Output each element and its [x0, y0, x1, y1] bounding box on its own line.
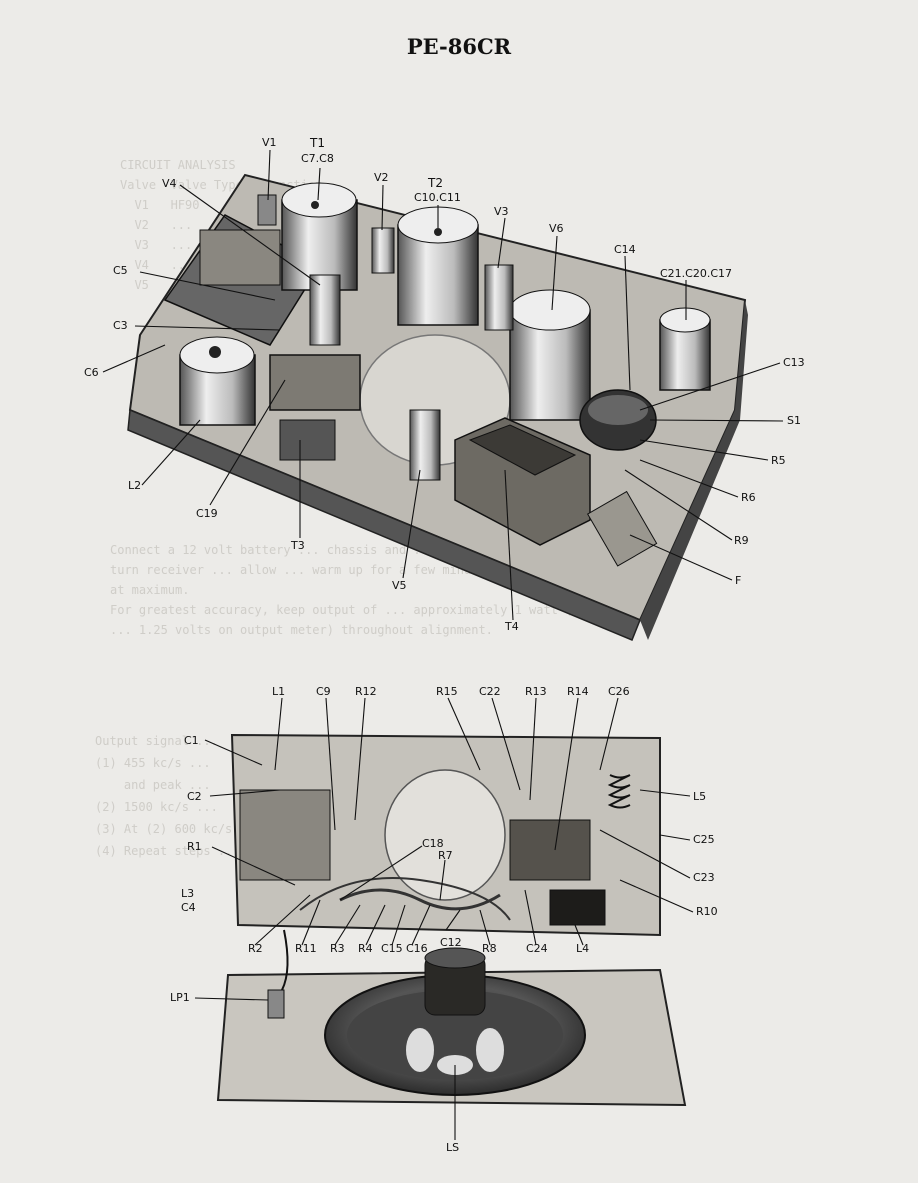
label-v4: V4 — [162, 177, 177, 190]
label-t2: T2 — [428, 176, 443, 190]
upper-leader-lines — [102, 149, 784, 621]
label-c13: C13 — [783, 356, 805, 369]
label-c21-c20-c17: C21.C20.C17 — [660, 267, 733, 280]
label-c7-c8: C7.C8 — [301, 152, 334, 165]
label-l5: L5 — [693, 790, 707, 803]
label-l1: L1 — [272, 685, 286, 698]
label-t4: T4 — [505, 620, 519, 633]
label-c1: C1 — [184, 734, 199, 747]
label-s1: S1 — [787, 414, 801, 427]
label-v2: V2 — [374, 171, 389, 184]
label-c18: C18 — [422, 837, 444, 850]
label-c19: C19 — [196, 507, 218, 520]
label-c15: C15 — [381, 942, 403, 955]
label-r2: R2 — [248, 942, 263, 955]
label-r8: R8 — [482, 942, 497, 955]
label-r14: R14 — [567, 685, 589, 698]
label-c4: C4 — [181, 901, 196, 914]
label-c6: C6 — [84, 366, 99, 379]
label-c5: C5 — [113, 264, 128, 277]
label-v1: V1 — [262, 136, 277, 149]
bleed-through-table: Output signal ... (1) 455 kc/s ... T1 an… — [95, 734, 355, 858]
label-r11: R11 — [295, 942, 317, 955]
label-l2: L2 — [128, 479, 142, 492]
label-c25: C25 — [693, 833, 715, 846]
speaker-plate — [216, 929, 687, 1107]
label-t3: T3 — [291, 539, 305, 552]
label-r1: R1 — [187, 840, 202, 853]
label-r12: R12 — [355, 685, 377, 698]
label-l4: L4 — [576, 942, 590, 955]
label-c16: C16 — [406, 942, 428, 955]
label-c22: C22 — [479, 685, 501, 698]
label-c24: C24 — [526, 942, 548, 955]
label-lp1: LP1 — [170, 991, 190, 1004]
label-c14: C14 — [614, 243, 636, 256]
label-v6: V6 — [549, 222, 564, 235]
upper-chassis — [127, 173, 748, 641]
label-c23: C23 — [693, 871, 715, 884]
label-r4: R4 — [358, 942, 373, 955]
label-t1: T1 — [310, 136, 325, 150]
label-r10: R10 — [696, 905, 718, 918]
lower-leader-lines — [194, 697, 694, 1140]
label-r3: R3 — [330, 942, 345, 955]
label-r6: R6 — [741, 491, 756, 504]
label-c2: C2 — [187, 790, 202, 803]
label-r5: R5 — [771, 454, 786, 467]
label-c26: C26 — [608, 685, 630, 698]
label-l3: L3 — [181, 887, 195, 900]
label-f: F — [735, 574, 742, 587]
label-r15: R15 — [436, 685, 458, 698]
label-r7: R7 — [438, 849, 453, 862]
label-v5: V5 — [392, 579, 407, 592]
label-r9: R9 — [734, 534, 749, 547]
page-title: PE-86CR — [406, 34, 512, 59]
label-c10-c11: C10.C11 — [414, 191, 461, 204]
label-v3: V3 — [494, 205, 509, 218]
lower-chassis — [230, 733, 661, 937]
label-ls: LS — [446, 1141, 460, 1154]
label-c9: C9 — [316, 685, 331, 698]
label-c3: C3 — [113, 319, 128, 332]
label-c12: C12 — [440, 936, 462, 949]
label-r13: R13 — [525, 685, 547, 698]
